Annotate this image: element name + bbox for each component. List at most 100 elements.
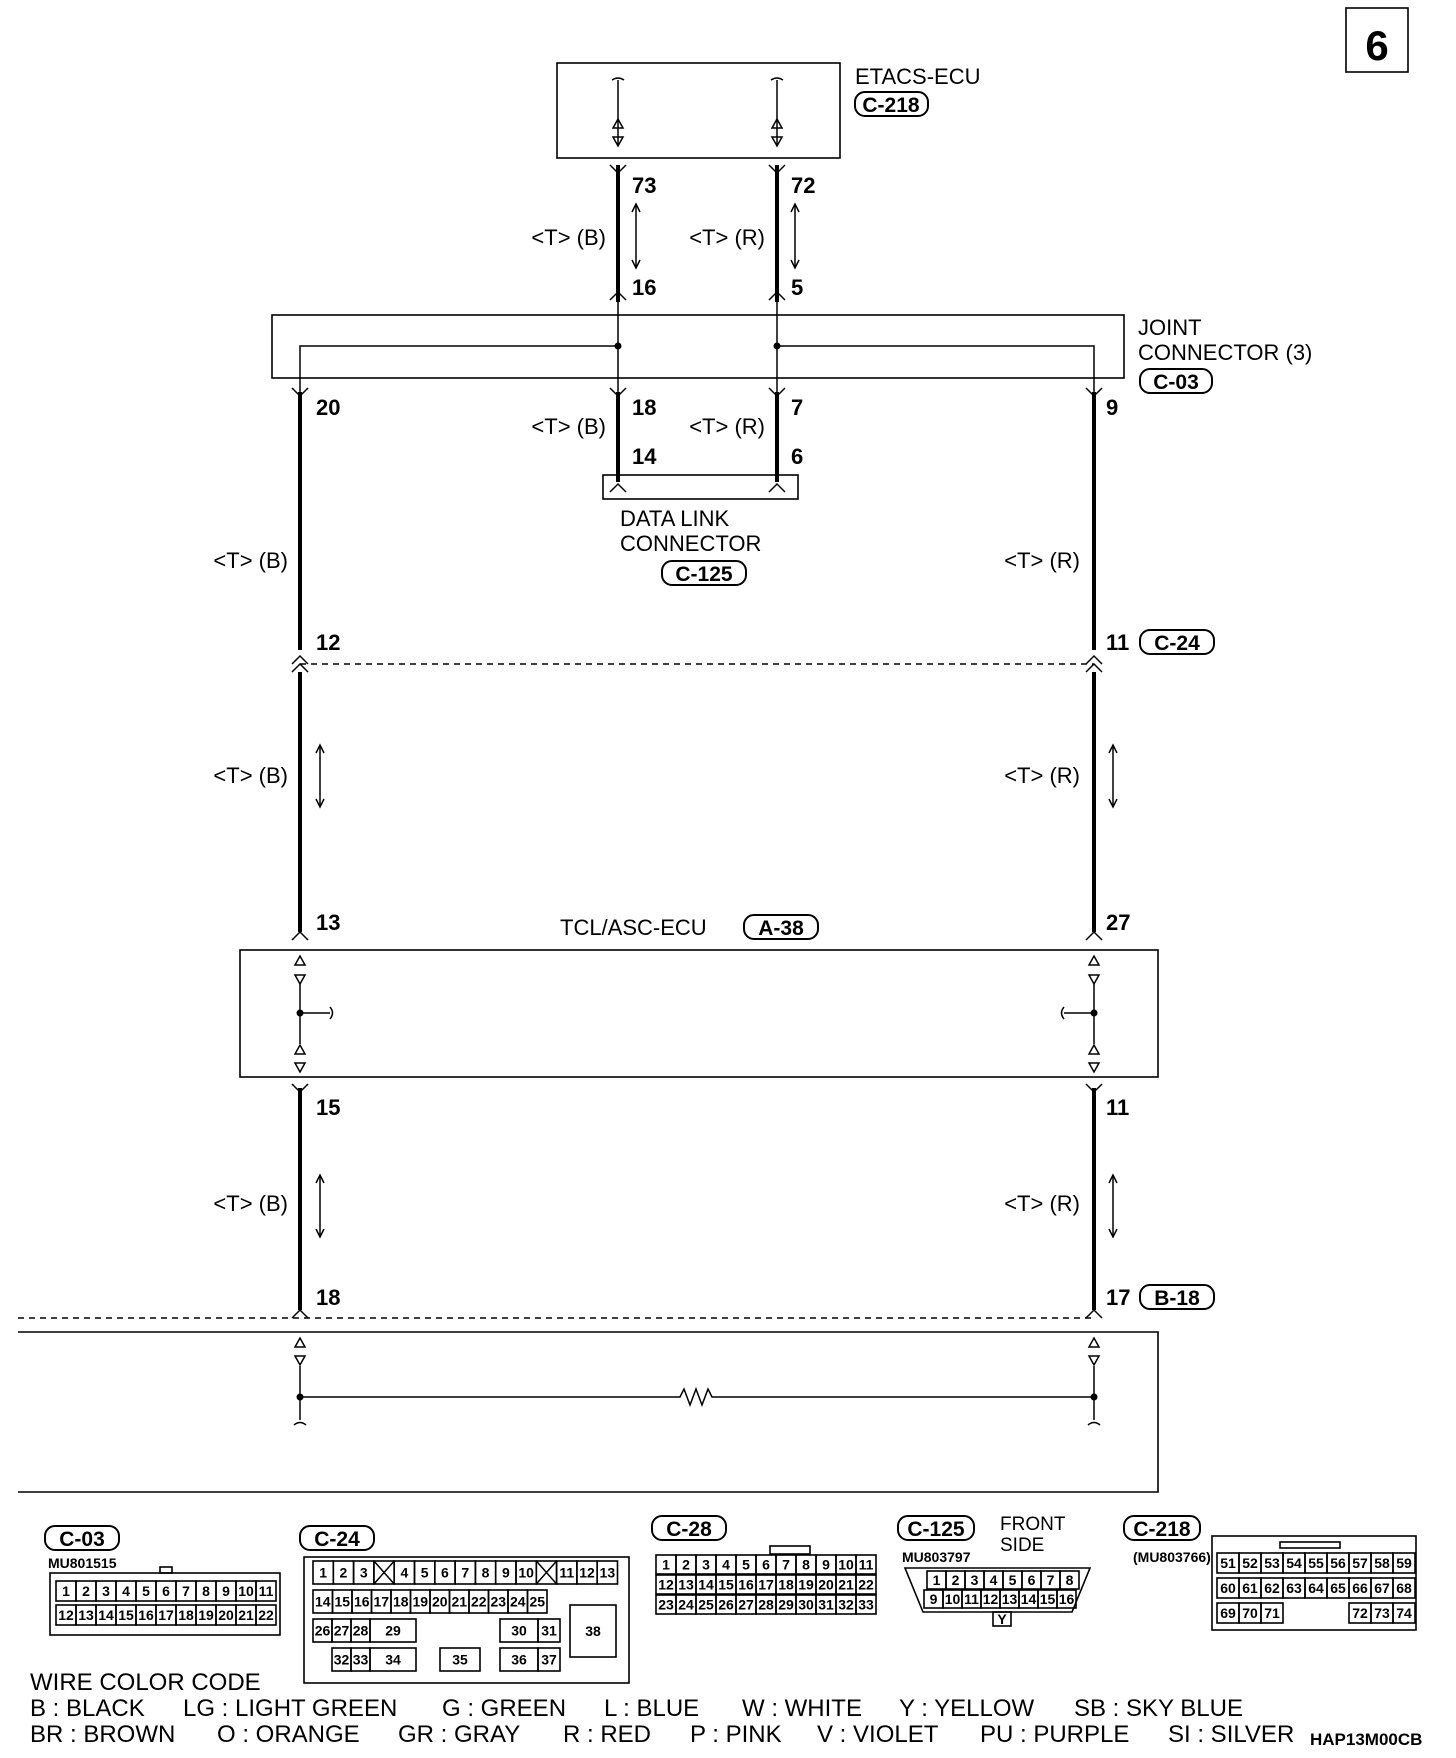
pin-number: 18 (178, 1607, 194, 1623)
etacs-connector-id: C-218 (862, 94, 920, 117)
pin-27: 27 (1106, 910, 1130, 935)
pin-cell (1392, 1552, 1416, 1574)
pin-number: 71 (1264, 1605, 1280, 1621)
pin-number: 23 (658, 1597, 674, 1613)
pin-cell (526, 1589, 548, 1614)
pin-number: 53 (1264, 1555, 1280, 1571)
pin-13: 13 (316, 910, 340, 935)
pin-number: 21 (451, 1594, 467, 1610)
c24-connector-id: C-24 (1154, 632, 1200, 655)
pin-number: 19 (412, 1594, 428, 1610)
c218-part: (MU803766) (1133, 1549, 1211, 1565)
color-code-entry: SI : SILVER (1168, 1721, 1294, 1748)
pin-number: 31 (818, 1597, 834, 1613)
c24-view-id: C-24 (314, 1528, 360, 1551)
pin-number: 3 (971, 1572, 979, 1588)
pin-number: 6 (441, 1565, 449, 1581)
color-code-entry: BR : BROWN (30, 1721, 175, 1748)
pin-number: 69 (1220, 1605, 1236, 1621)
color-code-entry: V : VIOLET (817, 1721, 939, 1748)
outer-wires-upper (291, 387, 1103, 673)
pin-cell (1059, 1570, 1080, 1590)
pin-number: 68 (1396, 1580, 1412, 1596)
pin-number: 30 (511, 1623, 527, 1639)
pin-number: 35 (452, 1652, 468, 1668)
color-code-entry: O : ORANGE (217, 1721, 360, 1748)
pin-number: 5 (742, 1557, 750, 1573)
wire-label-r-2: <T> (R) (689, 414, 765, 439)
pin-number: 8 (202, 1583, 210, 1599)
tcl-connector-id: A-38 (758, 917, 804, 940)
pin-number: 37 (541, 1652, 557, 1668)
pin-number: 73 (1374, 1605, 1390, 1621)
pin-number: 22 (258, 1607, 274, 1623)
pin-number: 26 (315, 1623, 331, 1639)
pin-7: 7 (791, 395, 803, 420)
pin-number: 33 (858, 1597, 874, 1613)
pin-number: 4 (990, 1572, 998, 1588)
c125-note-1: FRONT (1000, 1514, 1066, 1535)
etacs-name: ETACS-ECU (855, 64, 981, 89)
pin-number: 63 (1286, 1580, 1302, 1596)
pin-12: 12 (316, 630, 340, 655)
pin-number: 58 (1374, 1555, 1390, 1571)
pin-cell (855, 1594, 877, 1615)
pin-number: 22 (858, 1577, 874, 1593)
color-code-entry: Y : YELLOW (899, 1695, 1035, 1722)
pin-number: 22 (471, 1594, 487, 1610)
pin-number: 9 (930, 1591, 938, 1607)
pin-cell (1392, 1602, 1416, 1624)
pin-number: 10 (518, 1565, 534, 1581)
c125-view-id: C-125 (907, 1518, 965, 1541)
pin-number: 6 (162, 1583, 170, 1599)
pin-number: 31 (541, 1623, 557, 1639)
pin-9: 9 (1106, 395, 1118, 420)
pin-number: 1 (319, 1565, 327, 1581)
pin-number: 28 (353, 1623, 369, 1639)
pin-number: 9 (502, 1565, 510, 1581)
pin-number: 26 (718, 1597, 734, 1613)
pin-cell (537, 1647, 561, 1672)
pin-number: 11 (559, 1565, 574, 1581)
pin-number: 34 (385, 1652, 401, 1668)
color-code-entry: SB : SKY BLUE (1074, 1695, 1243, 1722)
pin-cell (369, 1647, 417, 1672)
pin-number: 11 (859, 1557, 874, 1573)
pin-number: 14 (1021, 1591, 1037, 1607)
pin-number: 7 (461, 1565, 469, 1581)
tcl-asc-ecu: TCL/ASC-ECU A-38 (239, 914, 1159, 1078)
pin-number: 21 (238, 1607, 254, 1623)
pin-number: 18 (393, 1594, 409, 1610)
joint-name-1: JOINT (1138, 315, 1202, 340)
c03-part: MU801515 (48, 1555, 117, 1571)
unused-pin-mark (535, 1560, 558, 1585)
bottom-unit (18, 1331, 1159, 1493)
pin-number: 13 (1002, 1591, 1018, 1607)
pin-number: 4 (722, 1557, 730, 1573)
pin-18-joint: 18 (632, 395, 656, 420)
pin-11-tcl: 11 (1106, 1095, 1129, 1120)
pin-number: 14 (315, 1594, 331, 1610)
wire-color-code-line-1: B : BLACK LG : LIGHT GREEN G : GREEN L :… (30, 1695, 1243, 1722)
pin-18-b18: 18 (316, 1285, 340, 1310)
pin-number: 16 (138, 1607, 154, 1623)
pin-number: 16 (354, 1594, 370, 1610)
c218-view-id: C-218 (1133, 1518, 1191, 1541)
pin-number: 27 (738, 1597, 754, 1613)
pin-cell (855, 1574, 877, 1595)
pin-number: 12 (983, 1591, 999, 1607)
pin-number: 13 (678, 1577, 694, 1593)
pin-number: 10 (838, 1557, 854, 1573)
pin-number: 29 (778, 1597, 794, 1613)
pin-6: 6 (791, 444, 803, 469)
c125-part: MU803797 (902, 1549, 971, 1565)
color-code-entry: G : GREEN (442, 1695, 566, 1722)
pin-15: 15 (316, 1095, 340, 1120)
figure-code: HAP13M00CB (1310, 1730, 1422, 1749)
color-code-entry: GR : GRAY (398, 1721, 520, 1748)
pin-number: 3 (702, 1557, 710, 1573)
dlc-connector-id: C-125 (675, 563, 733, 586)
